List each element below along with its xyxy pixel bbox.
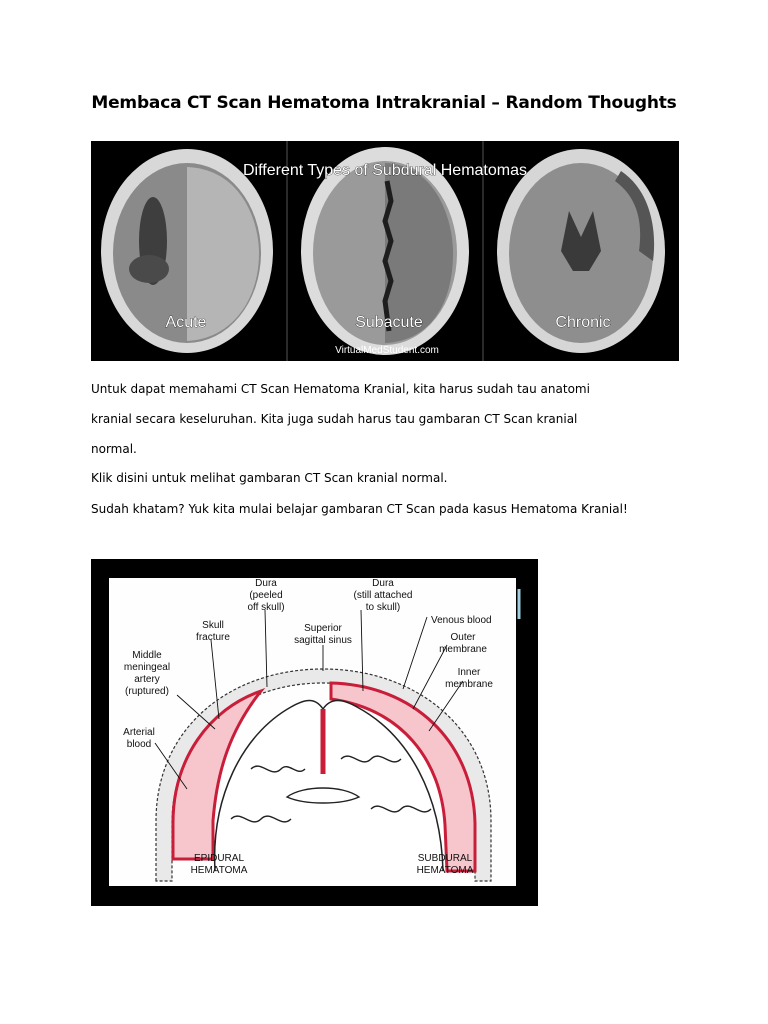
label-dura-peeled-2: (peeled — [249, 590, 282, 601]
label-subdural-hematoma-2: HEMATOMA — [417, 865, 474, 876]
label-dura-peeled: Dura — [255, 578, 277, 589]
chronic-scan — [497, 149, 665, 353]
label-outer-membrane-2: membrane — [439, 644, 487, 655]
scan-figure-heading: Different Types of Subdural Hematomas — [243, 162, 527, 179]
label-superior-sagittal-sinus: Superior — [304, 623, 342, 634]
label-mma-3: artery — [134, 674, 160, 685]
label-superior-sagittal-sinus-2: sagittal sinus — [294, 635, 352, 646]
label-skull-fracture: Skull — [202, 620, 224, 631]
paragraph-line-3: normal. — [91, 442, 137, 456]
normal-ct-link-text[interactable]: Klik disini untuk melihat gambaran CT Sc… — [91, 471, 448, 485]
paragraph-line-5: Sudah khatam? Yuk kita mulai belajar gam… — [91, 502, 628, 516]
subacute-scan — [301, 147, 469, 355]
label-inner-membrane: Inner — [458, 667, 481, 678]
subdural-blood — [329, 681, 477, 873]
label-dura-attached-2: (still attached — [354, 590, 413, 601]
chronic-label: Chronic — [555, 314, 610, 331]
label-dura-peeled-3: off skull) — [247, 602, 284, 613]
label-dura-attached: Dura — [372, 578, 394, 589]
label-arterial-blood-2: blood — [127, 739, 151, 750]
label-mma-2: meningeal — [124, 662, 170, 673]
label-venous-blood: Venous blood — [431, 615, 492, 626]
acute-scan — [101, 149, 273, 353]
acute-label: Acute — [166, 314, 207, 331]
subacute-label: Subacute — [355, 314, 423, 331]
label-arterial-blood: Arterial — [123, 727, 155, 738]
label-middle-meningeal-artery: Middle — [132, 650, 162, 661]
label-skull-fracture-2: fracture — [196, 632, 230, 643]
label-epidural-hematoma-2: HEMATOMA — [191, 865, 248, 876]
image-credit: VirtualMedStudent.com — [335, 345, 439, 356]
label-epidural-hematoma: EPIDURAL — [194, 853, 244, 864]
label-outer-membrane: Outer — [450, 632, 476, 643]
ct-scan-figure: Different Types of Subdural Hematomas Ac… — [91, 141, 679, 361]
label-subdural-hematoma: SUBDURAL — [418, 853, 473, 864]
label-inner-membrane-2: membrane — [445, 679, 493, 690]
paragraph-line-1: Untuk dapat memahami CT Scan Hematoma Kr… — [91, 382, 590, 396]
epidural-blood — [171, 687, 266, 861]
paragraph-line-2: kranial secara keseluruhan. Kita juga su… — [91, 412, 578, 426]
label-mma-4: (ruptured) — [125, 686, 169, 697]
hematoma-diagram: Dura (peeled off skull) Dura (still atta… — [91, 559, 538, 906]
page-title: Membaca CT Scan Hematoma Intrakranial – … — [91, 93, 677, 113]
label-dura-attached-3: to skull) — [366, 602, 400, 613]
